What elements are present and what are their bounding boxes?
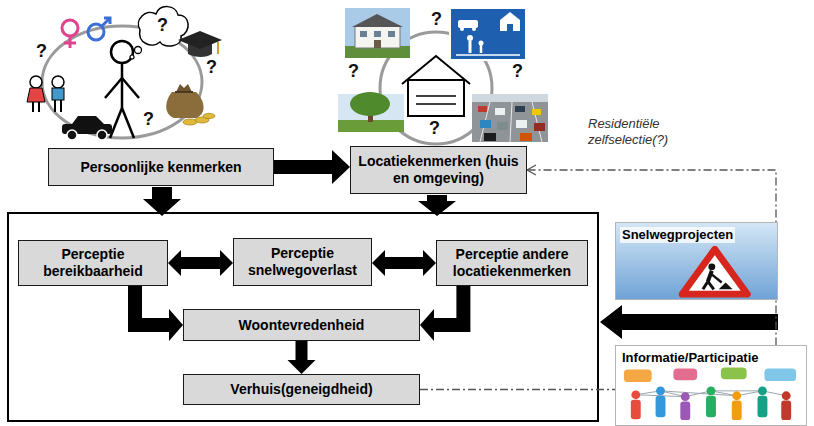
node-label: Perceptie bereikbaarheid bbox=[25, 246, 161, 280]
connector-line bbox=[420, 170, 776, 390]
arrow-head bbox=[169, 309, 183, 341]
block-arrow bbox=[600, 305, 778, 339]
arrow-head bbox=[288, 360, 316, 374]
connector-line bbox=[180, 257, 221, 269]
process-box: Locatiekenmerken (huis en omgeving) bbox=[350, 146, 527, 194]
connector-line bbox=[384, 257, 424, 269]
node-label: Woontevredenheid bbox=[239, 317, 365, 334]
connector-line bbox=[274, 160, 333, 174]
block-arrow-connector bbox=[168, 250, 233, 276]
process-box: Perceptie snelwegoverlast bbox=[233, 238, 372, 286]
connector-line bbox=[296, 341, 308, 361]
frame bbox=[8, 213, 598, 421]
node-label: Perceptie snelwegoverlast bbox=[240, 245, 365, 279]
arrow-head bbox=[332, 150, 350, 184]
process-box: Persoonlijke kenmerken bbox=[48, 148, 274, 186]
arrow-head bbox=[168, 250, 181, 276]
block-arrow-connector bbox=[372, 250, 436, 276]
node-label: Persoonlijke kenmerken bbox=[80, 159, 241, 176]
block-arrow bbox=[143, 187, 181, 216]
block-arrow-connector bbox=[135, 286, 183, 341]
person-illustration bbox=[27, 7, 222, 140]
block-arrow-connector bbox=[274, 150, 350, 184]
question-mark: ? bbox=[143, 110, 154, 128]
process-box: Verhuis(geneigdheid) bbox=[183, 374, 420, 405]
picture-box: Snelwegprojecten bbox=[615, 222, 778, 300]
node-label: Verhuis(geneigdheid) bbox=[230, 381, 372, 398]
arrow-head bbox=[423, 250, 436, 276]
block-arrow-connector bbox=[288, 341, 316, 374]
connector-line bbox=[433, 286, 463, 325]
arrow-head bbox=[527, 165, 536, 175]
block-arrow bbox=[418, 195, 456, 216]
arrow-head bbox=[220, 250, 233, 276]
question-mark: ? bbox=[348, 62, 359, 80]
node-label: Snelwegprojecten bbox=[620, 227, 735, 243]
edge-label: Residentiële zelfselectie(?) bbox=[588, 116, 710, 149]
question-mark: ? bbox=[429, 119, 440, 137]
block-arrow-connector bbox=[420, 286, 463, 341]
arrow-head bbox=[372, 250, 385, 276]
question-mark: ? bbox=[206, 58, 217, 76]
connector-line bbox=[135, 286, 170, 325]
process-box: Woontevredenheid bbox=[183, 309, 420, 341]
process-box: Perceptie bereikbaarheid bbox=[18, 240, 168, 286]
process-box: Perceptie andere locatiekenmerken bbox=[436, 240, 588, 286]
question-mark: ? bbox=[431, 10, 442, 28]
dash-dot-connector bbox=[420, 165, 776, 390]
arrow-head bbox=[420, 309, 434, 341]
node-label: Locatiekenmerken (huis en omgeving) bbox=[357, 153, 520, 187]
node-label: Perceptie andere locatiekenmerken bbox=[443, 246, 581, 280]
question-mark: ? bbox=[512, 62, 523, 80]
question-mark: ? bbox=[36, 42, 47, 60]
question-mark: ? bbox=[157, 16, 168, 34]
location-illustration bbox=[338, 8, 548, 144]
node-label: Informatie/Participatie bbox=[620, 350, 761, 366]
picture-box: Informatie/Participatie bbox=[615, 345, 807, 426]
